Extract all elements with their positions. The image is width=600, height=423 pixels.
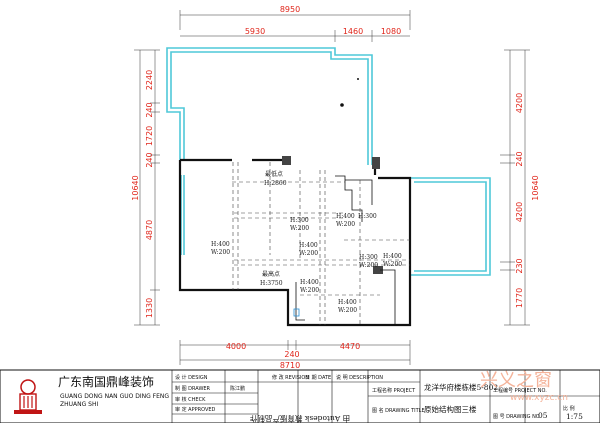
watermark: 兴义之窗 bbox=[480, 370, 552, 391]
beam-h: H:400 bbox=[211, 241, 230, 248]
dim-left-seg-3: 1720 bbox=[145, 126, 154, 146]
scale-value: 1:75 bbox=[566, 412, 583, 421]
beam-dashed-lines bbox=[232, 162, 410, 325]
lowest-point-label: 最低点 bbox=[265, 170, 283, 178]
beam-h: H:400 bbox=[299, 242, 318, 249]
drawer-name: 陈江鹏 bbox=[230, 385, 245, 392]
company-logo bbox=[14, 379, 42, 414]
drawing-no: 05 bbox=[538, 411, 548, 420]
highest-point-label: 最高点 bbox=[262, 270, 280, 278]
revision-label: 修 改 REVISION bbox=[272, 374, 309, 381]
dim-top-seg-2: 1460 bbox=[343, 27, 363, 36]
beam-h: H:300 bbox=[359, 254, 378, 261]
project-name: 龙洋华府楼栋楼5-802 bbox=[424, 382, 498, 392]
beam-h: H:300 bbox=[290, 217, 309, 224]
dim-top-seg-1: 5930 bbox=[245, 27, 265, 36]
dim-left-seg-5: 4870 bbox=[145, 220, 154, 240]
beam-w: W:200 bbox=[336, 221, 355, 228]
point-marker bbox=[340, 103, 344, 107]
dim-left-seg-6: 1330 bbox=[145, 298, 154, 318]
dim-bottom-total: 8710 bbox=[280, 361, 300, 370]
title-block: 广东南国鼎峰装饰 GUANG DONG NAN GUO DING FENG ZH… bbox=[0, 369, 600, 423]
beam-w: W:200 bbox=[300, 287, 319, 294]
dim-right-seg-1: 4200 bbox=[515, 93, 524, 113]
project-label: 工程名称 PROJECT bbox=[372, 387, 416, 394]
dim-top-seg-3: 1080 bbox=[381, 27, 401, 36]
drawing-title-label: 图 名 DRAWING TITLE bbox=[372, 407, 425, 414]
watermark-url: www.xyzc.cn bbox=[510, 393, 568, 403]
point-marker bbox=[357, 78, 359, 80]
description-label: 说 明 DESCRIPTION bbox=[336, 374, 383, 381]
beam-w: W:200 bbox=[299, 250, 318, 257]
drawer-label: 制 图 DRAWER bbox=[175, 385, 211, 392]
dim-top-total: 8950 bbox=[280, 5, 300, 14]
dim-bottom-gap: 240 bbox=[284, 350, 299, 359]
check-label: 审 核 CHECK bbox=[175, 396, 206, 403]
dim-right-seg-2: 240 bbox=[515, 151, 524, 166]
beam-w: W:200 bbox=[211, 249, 230, 256]
column-block bbox=[372, 157, 380, 169]
company-name-en: GUANG DONG NAN GUO DING FENG bbox=[60, 393, 169, 400]
dim-left-total: 10640 bbox=[131, 175, 140, 200]
autodesk-stamp: 由 Autodesk 教育版产品制作 bbox=[249, 414, 350, 423]
approved-label: 审 定 APPROVED bbox=[175, 406, 216, 413]
beam-w: W:200 bbox=[338, 307, 357, 314]
beam-h: H:400 bbox=[338, 299, 357, 306]
dim-bottom-seg-2: 4470 bbox=[340, 342, 360, 351]
beam-w: W:200 bbox=[383, 261, 402, 268]
beam-w: W:200 bbox=[359, 262, 378, 269]
drawing-no-label: 图 号 DRAWING NO. bbox=[493, 414, 542, 420]
highest-point-height: H:3750 bbox=[260, 280, 283, 287]
dim-right-seg-3: 4200 bbox=[515, 202, 524, 222]
beam-h: H:300 bbox=[358, 213, 377, 220]
beam-w: W:200 bbox=[290, 225, 309, 232]
dim-right-total: 10640 bbox=[531, 175, 540, 200]
drain-marker bbox=[293, 308, 300, 317]
column-block bbox=[373, 266, 383, 274]
drawing-title: 原始结构图三楼 bbox=[424, 404, 477, 414]
date-label: 日 期 DATE bbox=[305, 375, 331, 381]
beam-h: H:400 bbox=[383, 253, 402, 260]
scale-label: 比 例 bbox=[563, 405, 575, 412]
dimension-lines bbox=[134, 10, 530, 365]
dim-bottom-seg-1: 4000 bbox=[226, 342, 246, 351]
dim-left-seg-2: 240 bbox=[145, 102, 154, 117]
company-name-en-2: ZHUANG SHI bbox=[60, 401, 98, 408]
column-block bbox=[282, 156, 291, 165]
project-no-label: 工程编号 PROJECT NO. bbox=[493, 387, 547, 394]
dim-left-seg-4: 240 bbox=[145, 152, 154, 167]
company-name: 广东南国鼎峰装饰 bbox=[58, 374, 154, 389]
dim-left-seg-1: 2240 bbox=[145, 70, 154, 90]
dim-right-seg-4: 230 bbox=[515, 258, 524, 273]
beam-h: H:400 bbox=[336, 213, 355, 220]
lowest-point-height: H:2860 bbox=[264, 180, 287, 187]
beam-h: H:400 bbox=[300, 279, 319, 286]
design-label: 设 计 DESIGN bbox=[175, 374, 208, 381]
inner-walls bbox=[295, 175, 396, 325]
dim-right-seg-5: 1770 bbox=[515, 288, 524, 308]
